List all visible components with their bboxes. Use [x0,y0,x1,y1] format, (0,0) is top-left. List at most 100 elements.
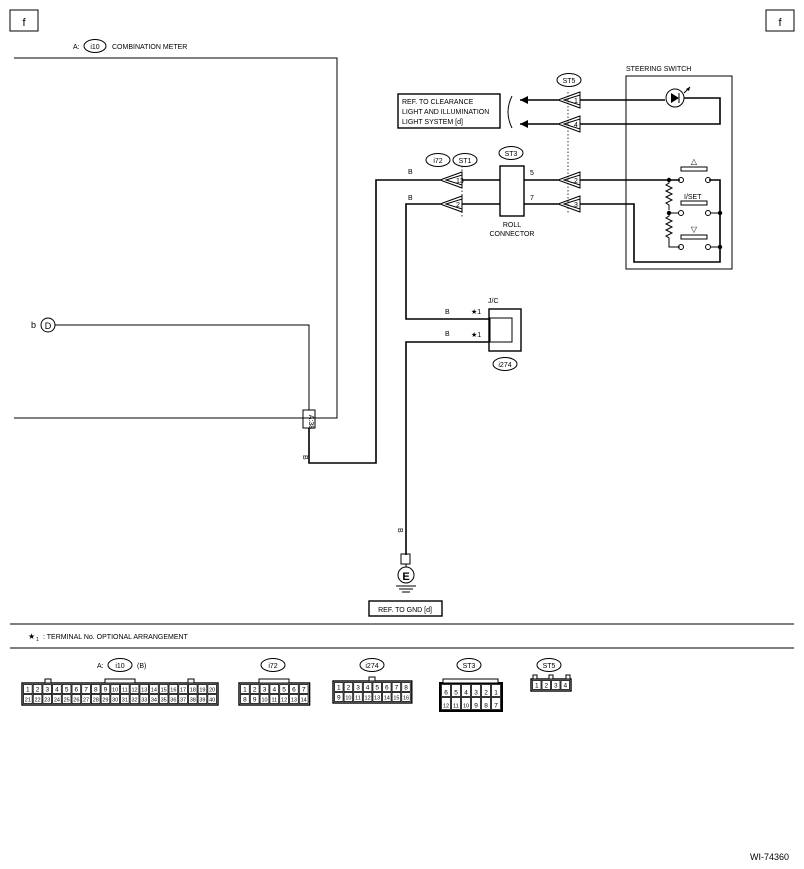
pin-label: 18 [190,688,196,694]
pin-label: 2 [36,687,40,694]
pin-label: 8 [404,685,408,692]
pin-label: 32 [131,698,137,704]
pin-label: 8 [94,687,98,694]
pin-label: 9 [337,695,341,702]
pin-label: 5 [375,685,379,692]
pin-label: 13 [374,696,380,702]
svg-text:i10: i10 [115,663,124,670]
svg-text:ST1: ST1 [459,158,472,165]
svg-text:△: △ [691,157,698,166]
wire-point-b [55,324,310,410]
svg-text:J/C: J/C [488,298,499,305]
svg-text:I/SET: I/SET [684,194,702,201]
pin-label: 8 [243,697,247,704]
pin-label: 11 [453,704,459,710]
svg-text:LIGHT SYSTEM [d]: LIGHT SYSTEM [d] [402,119,463,126]
svg-text:7: 7 [530,195,534,202]
svg-text:B: B [445,309,450,316]
wire-i72-2-to-jc [405,203,490,320]
pin-label: 26 [73,698,79,704]
pin-label: 29 [102,698,108,704]
pin-label: 13 [291,698,297,704]
svg-text:★: ★ [28,632,35,641]
pin-label: 31 [122,698,128,704]
pin-label: 16 [170,688,176,694]
pin-label: 7 [494,703,498,710]
svg-text:A:38: A:38 [307,415,314,430]
pin-label: 14 [384,696,390,702]
pin-label: 1 [243,687,247,694]
ref-to-gnd: REF. TO GND [d] [368,600,443,617]
pin-label: 10 [463,704,469,710]
svg-text:i72: i72 [268,663,277,670]
pin-label: 10 [261,698,267,704]
pin-label: 34 [151,698,157,704]
joint-connector-i274: J/C ★1 ★1 i274 [471,298,522,371]
svg-text:i72: i72 [433,158,442,165]
svg-text:B: B [396,528,403,533]
pin-label: 12 [443,704,449,710]
pin-label: 4 [366,685,370,692]
pin-label: 9 [253,697,257,704]
pin-label: 2 [484,690,488,697]
svg-text:B: B [408,169,413,176]
svg-text:ST3: ST3 [505,151,518,158]
pin-label: 3 [474,690,478,697]
pin-label: 33 [141,698,147,704]
corner-tag-left: f [9,9,39,32]
arrow-clearance-1 [520,96,528,104]
pin-label: 4 [563,683,567,690]
point-b: b D [31,317,56,333]
pin-label: 20 [209,688,215,694]
svg-text:ROLL: ROLL [503,222,521,229]
pin-label: 3 [554,683,558,690]
meter-connector-a38: A:38 [302,409,316,430]
wire-meter-to-i72-13 [308,179,440,464]
svg-text:CONNECTOR: CONNECTOR [490,231,535,238]
pin-label: 10 [345,696,351,702]
svg-text:i10: i10 [90,44,99,51]
svg-text:D: D [45,321,52,331]
svg-text:ST3: ST3 [463,663,476,670]
pin-label: 5 [282,687,286,694]
pin-label: 23 [44,698,50,704]
arrow-clearance-4 [520,120,528,128]
pin-label: 14 [301,698,307,704]
svg-text:COMBINATION METER: COMBINATION METER [112,44,187,51]
svg-text:ST5: ST5 [563,78,576,85]
pin-label: 3 [263,687,267,694]
pin-label: 17 [180,688,186,694]
pin-label: 6 [75,687,79,694]
connector-st5: ST5 1 4 2 3 [556,73,582,214]
svg-text:1: 1 [574,98,578,105]
svg-text:A:: A: [73,44,80,51]
pin-label: 5 [454,690,458,697]
svg-text:REF. TO CLEARANCE: REF. TO CLEARANCE [402,99,474,106]
pin-label: 16 [403,696,409,702]
pin-label: 40 [209,698,215,704]
pin-label: 25 [64,698,70,704]
pin-label: 30 [112,698,118,704]
pin-label: 27 [83,698,89,704]
svg-text:f: f [22,17,26,29]
pin-label: 13 [141,688,147,694]
wire-jc-to-ground [405,341,490,555]
svg-text:2: 2 [456,202,460,209]
pin-label: 2 [544,683,548,690]
combination-meter-outline [14,57,338,419]
svg-text:4: 4 [574,122,578,129]
connector-i72-pins: 13 2 [438,166,464,218]
combination-meter-label: A: i10 COMBINATION METER [73,39,187,53]
pin-label: 12 [131,688,137,694]
ground-symbol: E [396,553,416,593]
pin-label: 39 [199,698,205,704]
pin-label: 10 [112,688,118,694]
corner-tag-right: f [765,9,795,32]
pin-label: 21 [25,698,31,704]
pin-label: 12 [365,696,371,702]
roll-connector: ST3 ROLL CONNECTOR 5 7 [490,146,535,238]
